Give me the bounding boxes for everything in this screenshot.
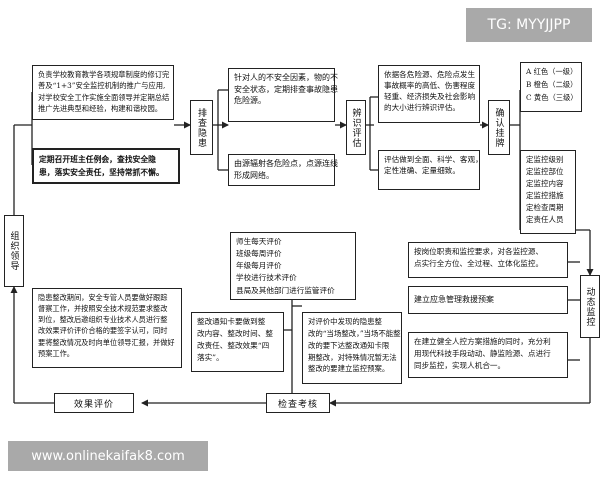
hazard-rectification-line: 改的“当场整改，”当场不能整 bbox=[308, 328, 401, 338]
evaluation-level: 县局及其他部门进行监管评价 bbox=[236, 285, 335, 295]
monitor-coverage-box: 按岗位职责和监控要求，对各监控源、 点实行全方位、全过程、立体化监控。 bbox=[408, 242, 568, 278]
monitor-item: 定责任人员 bbox=[526, 215, 564, 224]
effect-line: 隐患整改期间，安全专管人员要做好跟踪 bbox=[38, 293, 168, 302]
hazard-network-line: 由源辐射各危险点，点源连线 bbox=[234, 159, 338, 168]
hazard-line: 危险源。 bbox=[234, 96, 266, 106]
human-machine-line: 同步监控，实现人机合一。 bbox=[414, 361, 506, 371]
evaluation-levels-box: 师生每天评价 班级每周评价 年级每月评价 学校进行技术评价 县局及其他部门进行监… bbox=[230, 232, 356, 300]
hazard-rectification-line: 整改的要建立监控预案。 bbox=[308, 364, 390, 374]
identify-line: 轻重、经济损失及社会影响 bbox=[384, 92, 476, 101]
hazard-rectification-line: 对评价中发现的隐患整 bbox=[308, 317, 382, 326]
policy-box: 负责学校教育教学各项规章制度的修订完 善及“1+3”安全监控机制的推广与应用, … bbox=[32, 65, 174, 120]
risk-level-orange: B 橙色（二级） bbox=[526, 79, 578, 89]
node-confirm-listing: 确认挂牌 bbox=[488, 100, 510, 155]
policy-line: 善及“1+3”安全监控机制的推广与应用, bbox=[38, 81, 166, 91]
rectification-card-line: 落实”。 bbox=[197, 353, 224, 363]
duty-line: 定期召开班主任例会，查找安全隐 bbox=[39, 155, 156, 164]
effect-line: 要将整改情况及时向单位领导汇报，并做好 bbox=[38, 337, 175, 347]
identify-quality-line: 定性准确、定量细致。 bbox=[384, 166, 460, 175]
identify-line: 依据各危险源、危险点发生 bbox=[384, 70, 476, 79]
effect-line: 督察工作，并按照安全技术规范要求整改 bbox=[38, 304, 168, 314]
identify-line: 事故概率的高低、伤害程度 bbox=[384, 81, 476, 90]
human-machine-line: 在建立健全人控方案措施的同时，充分利 bbox=[414, 337, 551, 346]
policy-line: 推广先进典型和经验，构建和谐校园。 bbox=[38, 103, 163, 113]
hazard-factors-box: 针对人的不安全因素，物的不 安全状态，定期排查事故隐患 危险源。 bbox=[228, 68, 338, 122]
hazard-rectification-line: 改的要下达整改通知卡限 bbox=[308, 340, 390, 350]
risk-level-red: A 红色（一级） bbox=[526, 67, 578, 76]
hazard-network-box: 由源辐射各危险点，点源连线 形成网络。 bbox=[228, 154, 338, 186]
duty-line: 患，落实安全责任，坚持常抓不懈。 bbox=[39, 168, 164, 178]
duty-box: 定期召开班主任例会，查找安全隐 患，落实安全责任，坚持常抓不懈。 bbox=[32, 148, 180, 184]
monitor-items-box: 定监控级别 定监控部位 定监控内容 定监控措施 定检查周期 定责任人员 bbox=[520, 150, 576, 234]
watermark-top-right: TG: MYYJJPP bbox=[466, 8, 592, 42]
node-dynamic-monitoring: 动态监控 bbox=[580, 275, 600, 338]
monitor-coverage-line: 按岗位职责和监控要求，对各监控源、 bbox=[414, 247, 544, 256]
hazard-line: 针对人的不安全因素，物的不 bbox=[234, 73, 338, 82]
identify-quality-line: 评估做到全面、科学、客观， bbox=[384, 155, 483, 164]
node-hazard-inspection: 排查隐患 bbox=[190, 100, 213, 155]
risk-level-yellow: C 黄色（三级） bbox=[526, 92, 578, 102]
monitor-item: 定监控部位 bbox=[526, 167, 564, 176]
node-organization-leadership: 组织领导 bbox=[4, 215, 24, 287]
node-inspection-assessment: 检查考核 bbox=[266, 393, 330, 413]
evaluation-level: 年级每月评价 bbox=[236, 261, 282, 271]
rectification-card-line: 改内容、整改时间、整 bbox=[197, 329, 273, 339]
identify-quality-box: 评估做到全面、科学、客观， 定性准确、定量细致。 bbox=[378, 150, 483, 190]
evaluation-level: 班级每周评价 bbox=[236, 249, 282, 259]
policy-line: 负责学校教育教学各项规章制度的修订完 bbox=[38, 70, 170, 79]
monitor-coverage-line: 点实行全方位、全过程、立体化监控。 bbox=[414, 259, 544, 269]
effect-line: 预案工作。 bbox=[38, 348, 74, 358]
evaluation-level: 学校进行技术评价 bbox=[236, 273, 297, 283]
risk-levels-box: A 红色（一级） B 橙色（二级） C 黄色（三级） bbox=[520, 62, 582, 112]
rectification-card-line: 改责任、整改效果“四 bbox=[197, 341, 270, 351]
evaluation-level: 师生每天评价 bbox=[236, 237, 282, 246]
watermark-bottom-left: www.onlinekaifak8.com bbox=[8, 441, 208, 471]
hazard-rectification-box: 对评价中发现的隐患整 改的“当场整改，”当场不能整 改的要下达整改通知卡限 期整… bbox=[302, 312, 402, 384]
human-machine-box: 在建立健全人控方案措施的同时，充分利 用现代科技手段动动、静监险源、点进行 同步… bbox=[408, 332, 568, 378]
effect-line: 改效果评价评价合格的要签字认可，同时 bbox=[38, 326, 168, 336]
emergency-plan-line: 建立应急管理救援预案 bbox=[414, 295, 494, 305]
monitor-item: 定监控内容 bbox=[526, 179, 564, 188]
hazard-rectification-line: 期整改，对特殊情况暂无法 bbox=[308, 352, 397, 362]
identify-criteria-box: 依据各危险源、危险点发生 事故概率的高低、伤害程度 轻重、经济损失及社会影响 的… bbox=[378, 65, 480, 123]
hazard-line: 安全状态，定期排查事故隐患 bbox=[234, 84, 338, 94]
effect-supervision-box: 隐患整改期间，安全专管人员要做好跟踪 督察工作，并按照安全技术规范要求整改 到位… bbox=[32, 288, 182, 368]
monitor-item: 定监控级别 bbox=[526, 155, 564, 164]
rectification-card-line: 整改通知卡要做到整 bbox=[197, 317, 266, 326]
identify-line: 的大小进行辨识评估。 bbox=[384, 103, 460, 112]
effect-line: 到位，整改后邀组织专业技术人员进行整 bbox=[38, 315, 168, 325]
node-effect-evaluation: 效果评价 bbox=[54, 393, 134, 413]
rectification-card-box: 整改通知卡要做到整 改内容、整改时间、整 改责任、整改效果“四 落实”。 bbox=[191, 312, 284, 372]
policy-line: 对学校安全工作实施全面领导并定期总结 bbox=[38, 92, 170, 102]
monitor-item: 定检查周期 bbox=[526, 203, 564, 212]
human-machine-line: 用现代科技手段动动、静监险源、点进行 bbox=[414, 349, 551, 359]
emergency-plan-box: 建立应急管理救援预案 bbox=[408, 286, 568, 314]
node-identification-assessment: 辨识评估 bbox=[346, 100, 366, 155]
hazard-network-line: 形成网络。 bbox=[234, 170, 274, 180]
monitor-item: 定监控措施 bbox=[526, 191, 564, 200]
